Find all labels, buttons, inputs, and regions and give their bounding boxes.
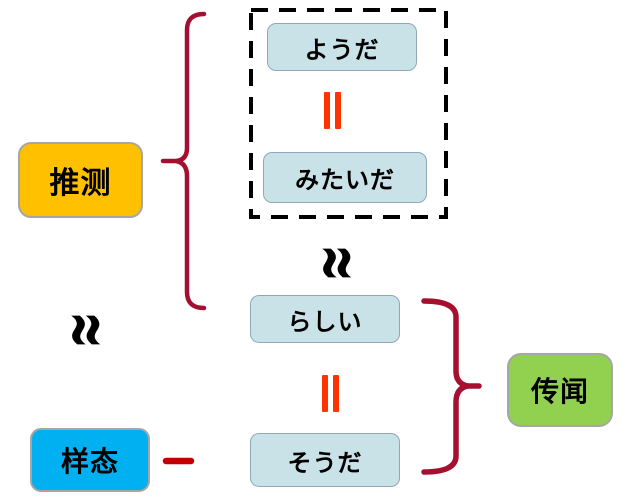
node-rashii: らしい xyxy=(250,295,400,343)
approx-center-icon: ≈ xyxy=(297,243,381,283)
node-suisoku: 推测 xyxy=(18,142,143,218)
node-suisoku-label: 推测 xyxy=(49,166,112,201)
node-chuanwen: 传闻 xyxy=(507,353,613,427)
node-souda: そうだ xyxy=(250,433,400,487)
node-chuanwen-label: 传闻 xyxy=(530,375,589,408)
left-brace-icon xyxy=(160,11,207,311)
equal-parallel-top-icon xyxy=(324,92,341,129)
node-rashii-label: らしい xyxy=(287,307,363,336)
node-youda-label: ようだ xyxy=(304,35,380,64)
node-souda-label: そうだ xyxy=(287,448,363,477)
equal-parallel-bottom-icon xyxy=(322,375,339,412)
right-brace-icon xyxy=(421,298,482,475)
approx-left-icon: ≈ xyxy=(46,310,130,350)
node-yangtai: 样态 xyxy=(30,428,150,492)
node-yangtai-label: 样态 xyxy=(60,445,119,478)
node-youda: ようだ xyxy=(267,23,417,71)
node-mitaida: みたいだ xyxy=(263,152,427,203)
node-mitaida-label: みたいだ xyxy=(295,166,395,194)
